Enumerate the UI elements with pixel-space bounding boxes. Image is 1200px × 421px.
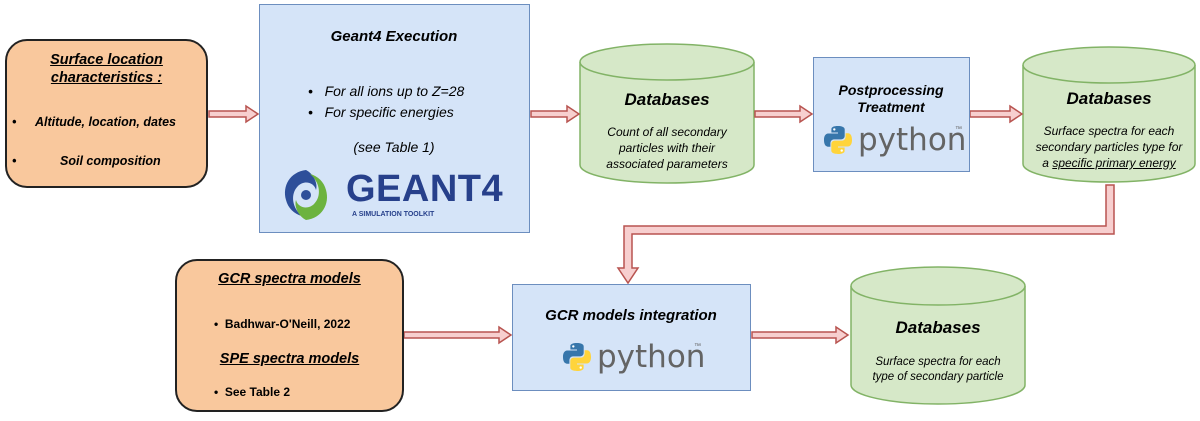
geant4-logo-word: GEANT4 xyxy=(346,168,504,210)
gcr-integration-title: GCR models integration xyxy=(545,307,717,324)
post-title-line1: Postprocessing xyxy=(838,82,944,98)
python-logo-icon xyxy=(824,126,852,154)
bullet-dot: • xyxy=(12,115,17,129)
bullet-dot: • xyxy=(12,154,17,168)
python-logo-icon xyxy=(563,343,591,371)
geant4-logo-icon xyxy=(284,170,328,220)
db2-title: Databases xyxy=(1066,89,1152,108)
arrow-post-to-db2 xyxy=(969,104,1024,124)
python-tm: ™ xyxy=(694,343,701,350)
geant4-item-energies: • For specific energies xyxy=(308,104,454,120)
spe-models-item: • See Table 2 xyxy=(214,385,291,399)
gcr-models-title: GCR spectra models xyxy=(218,271,361,287)
arrow-db1-to-post xyxy=(754,104,814,124)
gcr-integration-box: GCR models integration python ™ xyxy=(512,284,751,391)
arrow-surface-to-geant xyxy=(208,104,260,124)
database-cylinder-1 xyxy=(579,43,755,184)
python-logo-word: python xyxy=(597,339,706,375)
geant4-execution-box: Geant4 Execution • For all ions up to Z=… xyxy=(259,4,530,233)
db2-desc-line2: secondary particles type for xyxy=(1035,140,1183,154)
geant4-item-ions: • For all ions up to Z=28 xyxy=(308,83,465,99)
database-cylinder-2 xyxy=(1022,46,1196,183)
db1-title: Databases xyxy=(624,90,710,109)
postprocessing-box: Postprocessing Treatment python ™ xyxy=(813,57,970,172)
spectra-models-box: GCR spectra models • Badhwar-O'Neill, 20… xyxy=(175,259,404,412)
geant4-see-table: (see Table 1) xyxy=(353,139,435,155)
db3-title: Databases xyxy=(895,318,981,337)
surface-item-soil: Soil composition xyxy=(60,154,161,168)
arrow-geant-to-db1 xyxy=(530,104,581,124)
database-cylinder-3 xyxy=(850,266,1026,405)
db1-desc-line1: Count of all secondary xyxy=(607,125,727,139)
db1-desc-line3: associated parameters xyxy=(606,157,728,171)
db1-desc-line2: particles with their xyxy=(618,141,716,155)
python-logo-word: python xyxy=(858,122,967,158)
db3-desc-line1: Surface spectra for each xyxy=(875,356,1001,368)
arrow-gcr-integration-to-db3 xyxy=(751,325,850,345)
python-tm: ™ xyxy=(955,126,962,133)
db3-desc-line2: type of secondary particle xyxy=(872,371,1004,383)
gcr-models-item: • Badhwar-O'Neill, 2022 xyxy=(214,317,351,331)
surface-title-line2: characteristics : xyxy=(50,70,163,86)
spe-models-title: SPE spectra models xyxy=(219,351,360,367)
surface-item-altitude: Altitude, location, dates xyxy=(35,115,176,129)
geant4-logo-tagline: A SIMULATION TOOLKIT xyxy=(352,211,435,218)
geant4-title: Geant4 Execution xyxy=(330,28,458,45)
surface-title-line1: Surface location xyxy=(50,52,163,68)
arrow-db2-to-gcr-integration xyxy=(616,184,1115,285)
db2-desc-line1: Surface spectra for each xyxy=(1043,124,1175,138)
surface-location-box: Surface location characteristics : • Alt… xyxy=(5,39,208,188)
post-title-line2: Treatment xyxy=(857,99,925,115)
db2-desc-line3: a specific primary energy xyxy=(1042,156,1176,170)
arrow-models-to-gcr-integration xyxy=(403,325,513,345)
